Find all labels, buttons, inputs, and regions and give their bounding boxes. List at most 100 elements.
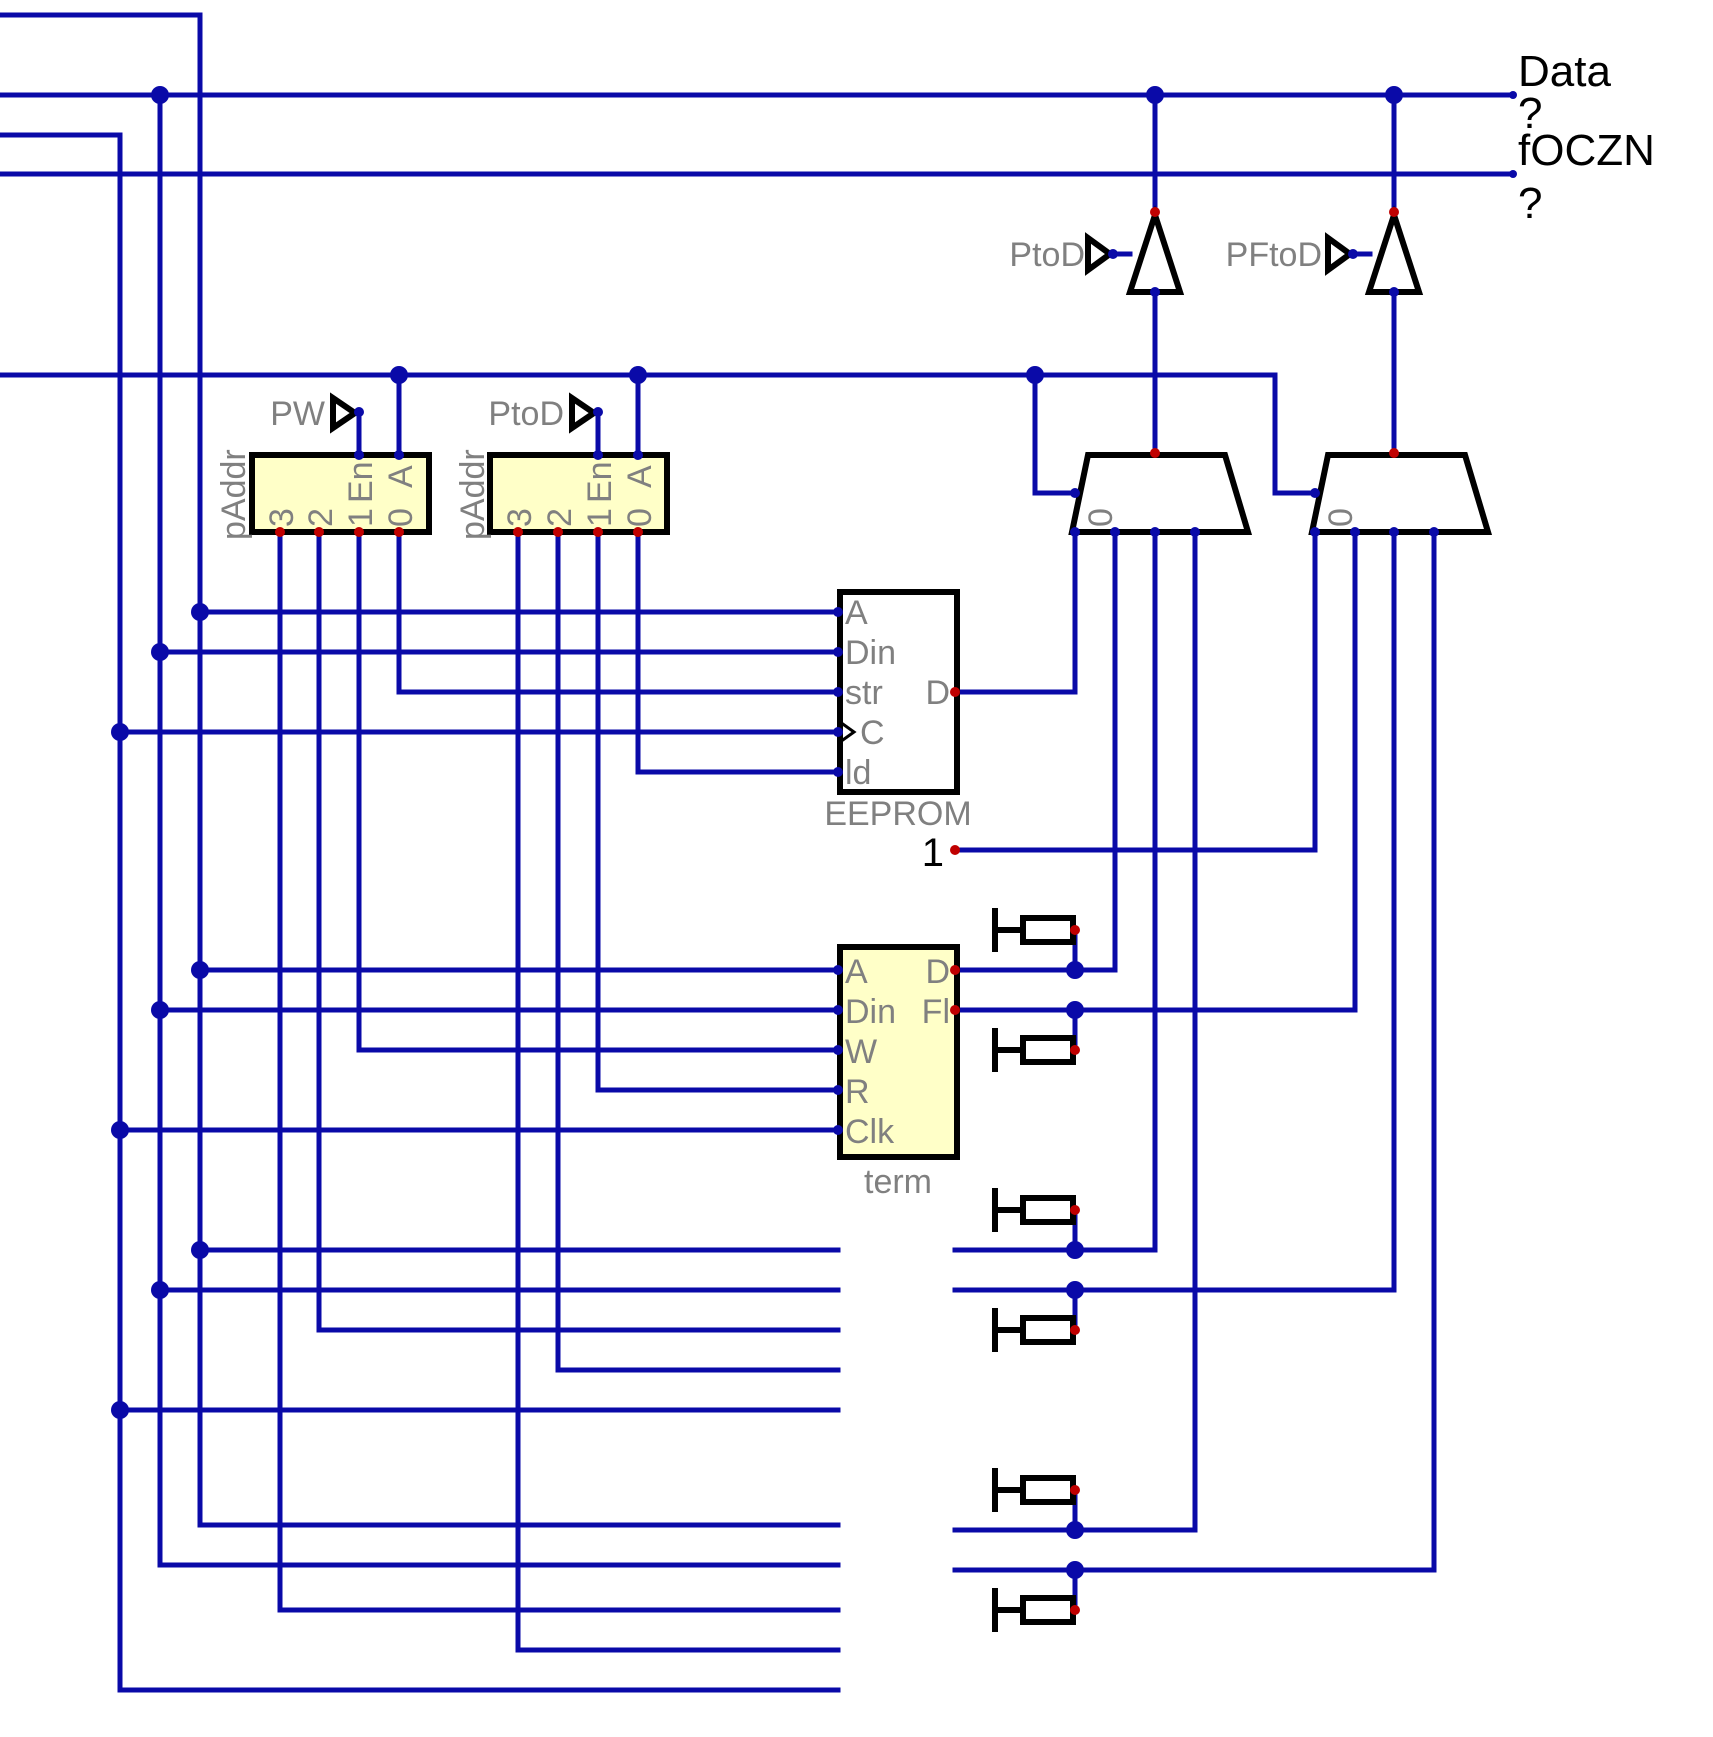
wire-sp1-2	[316, 529, 841, 1333]
splitter-1-pin-3: 3	[263, 508, 301, 527]
multiplexer-2[interactable]: 0	[1308, 448, 1493, 537]
eeprom-pin-c: C	[860, 714, 885, 752]
wire-sp2-3	[515, 529, 841, 1653]
pull-resistor-3	[992, 1188, 1080, 1232]
wires	[0, 12, 1516, 1693]
wire-slot4-d	[952, 529, 1198, 1533]
wire-term-d	[952, 529, 1118, 973]
constant-one[interactable]: 1	[922, 831, 960, 875]
junctions	[111, 86, 1403, 1579]
wire-slot3-fl	[952, 529, 1397, 1293]
output-data: Data ?	[1509, 47, 1611, 138]
output-focnz: fOCZN ?	[1509, 126, 1655, 228]
eeprom-name: EEPROM	[824, 795, 971, 833]
splitter-2-a: A	[621, 465, 659, 488]
constant-value: 1	[922, 831, 944, 875]
terminal-component[interactable]: A Din W R Clk D Fl term	[833, 944, 960, 1201]
junction	[390, 366, 408, 384]
splitter-1-pin-0: 0	[382, 508, 420, 527]
wire-bus-clk	[0, 132, 841, 1693]
tristate-ptod-label: PtoD	[1009, 236, 1085, 274]
wire-const-1	[952, 529, 1318, 853]
junction	[1146, 86, 1164, 104]
multiplexer-1[interactable]: 0	[1068, 448, 1253, 537]
tristate-pftod-label: PFtoD	[1226, 236, 1322, 274]
term-pin-din: Din	[845, 993, 896, 1031]
term-name: term	[864, 1163, 932, 1201]
junction	[1066, 1521, 1084, 1539]
splitter-1-en: En	[342, 461, 380, 503]
splitter-2-pin-0: 0	[621, 508, 659, 527]
junction	[111, 1401, 129, 1419]
splitter-2-pin-3: 3	[501, 508, 539, 527]
eeprom-component[interactable]: A Din str C ld D EEPROM	[824, 589, 972, 833]
splitter-1-pin-1: 1	[342, 508, 380, 527]
wire-sp2-2	[555, 529, 841, 1373]
junction	[111, 723, 129, 741]
eeprom-pin-ld: ld	[845, 754, 871, 792]
pull-resistor-5	[992, 1468, 1080, 1512]
splitter-2-pin-2: 2	[541, 508, 579, 527]
splitter-2-enable-label: PtoD	[488, 395, 564, 433]
splitter-2-en: En	[581, 461, 619, 503]
pull-resistor-4	[992, 1308, 1080, 1352]
eeprom-pin-din: Din	[845, 634, 896, 672]
junction	[151, 1001, 169, 1019]
junction	[1066, 1561, 1084, 1579]
junction	[191, 1241, 209, 1259]
pull-resistor-6	[992, 1588, 1080, 1632]
wire-sp1-1	[356, 529, 841, 1053]
pull-resistor-1	[992, 908, 1080, 952]
wire-mux1-sel	[1032, 372, 1078, 496]
splitter-2-name: pAddr	[454, 449, 492, 540]
wire-din-vertical	[157, 92, 841, 1568]
wire-term-fl	[952, 529, 1358, 1013]
output-focnz-label: fOCZN	[1518, 126, 1655, 175]
output-focnz-value: ?	[1518, 179, 1542, 228]
wire-sp1-0	[396, 529, 841, 695]
wire-slot4-fl	[952, 529, 1437, 1573]
splitter-1-a: A	[382, 465, 420, 488]
wire-eeprom-d	[952, 529, 1078, 695]
junction	[151, 86, 169, 104]
splitter-1-name: pAddr	[215, 449, 253, 540]
splitter-1-pin-2: 2	[302, 508, 340, 527]
wire-sp2-1	[595, 529, 841, 1093]
junction	[1385, 86, 1403, 104]
splitter-paddr-2[interactable]: PtoD pAddr 3 2 1 0 En A	[454, 392, 670, 540]
junction	[151, 1281, 169, 1299]
junction	[191, 603, 209, 621]
junction	[629, 366, 647, 384]
junction	[1066, 1241, 1084, 1259]
mux-2-sel-label: 0	[1322, 508, 1360, 527]
term-pin-d: D	[925, 953, 950, 991]
tristate-buffer-ptod[interactable]: PtoD	[1009, 205, 1185, 297]
wire-sp1-3	[277, 529, 841, 1613]
junction	[1026, 366, 1044, 384]
term-pin-r: R	[845, 1073, 870, 1111]
tristate-buffer-pftod[interactable]: PFtoD	[1226, 205, 1424, 297]
pull-resistor-2	[992, 1028, 1080, 1072]
term-pin-a: A	[845, 953, 868, 991]
wire-slot3-d	[952, 529, 1158, 1253]
junction	[1066, 1281, 1084, 1299]
junction	[111, 1121, 129, 1139]
splitter-2-pin-1: 1	[581, 508, 619, 527]
mux-1-sel-label: 0	[1082, 508, 1120, 527]
junction	[1066, 961, 1084, 979]
pull-resistors	[992, 908, 1080, 1632]
eeprom-pin-a: A	[845, 594, 868, 632]
eeprom-pin-d: D	[925, 674, 950, 712]
junction	[191, 961, 209, 979]
junction	[1066, 1001, 1084, 1019]
splitter-paddr-1[interactable]: PW pAddr 3 2 1 0 En A	[215, 392, 432, 540]
eeprom-pin-str: str	[845, 674, 883, 712]
term-pin-w: W	[845, 1033, 877, 1071]
term-pin-fl: Fl	[922, 993, 950, 1031]
junction	[151, 643, 169, 661]
output-data-label: Data	[1518, 47, 1611, 96]
output-data-value: ?	[1518, 89, 1542, 138]
term-pin-clk: Clk	[845, 1113, 895, 1151]
splitter-1-enable-label: PW	[270, 395, 325, 433]
